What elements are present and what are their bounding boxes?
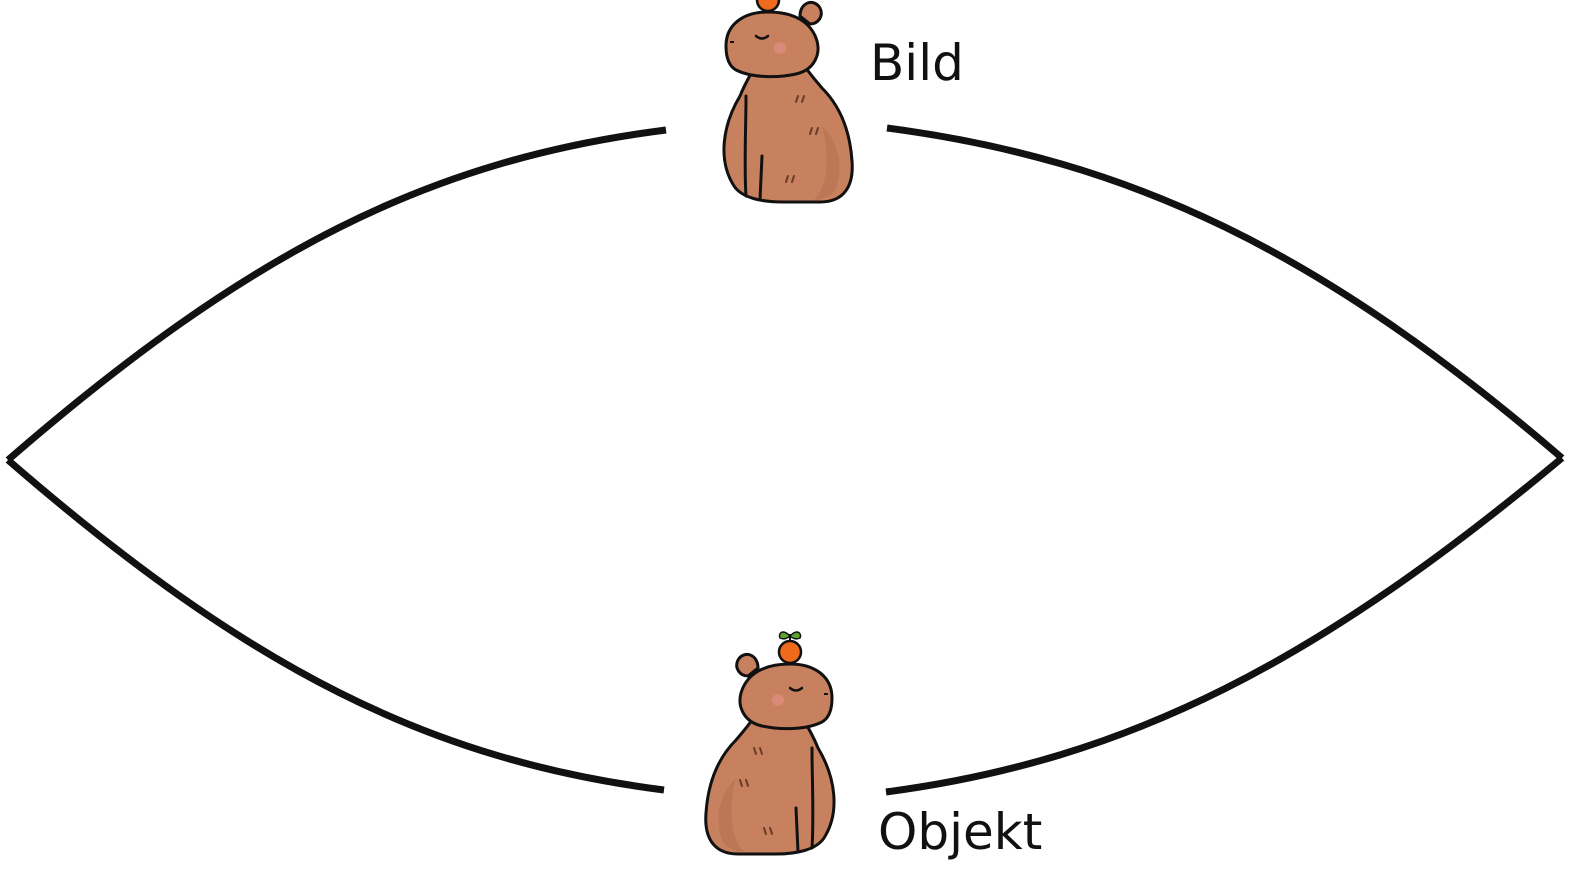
lens-upper-right-arc xyxy=(886,124,1565,461)
capybara-with-orange-icon xyxy=(722,0,854,204)
object-label: Objekt xyxy=(878,803,1043,861)
capybara-with-orange-icon xyxy=(704,630,836,856)
image-label: Bild xyxy=(870,34,964,92)
lens-upper-left-arc xyxy=(5,126,667,463)
lens-lower-right-arc xyxy=(885,455,1565,796)
lens-lower-left-arc xyxy=(5,457,665,794)
